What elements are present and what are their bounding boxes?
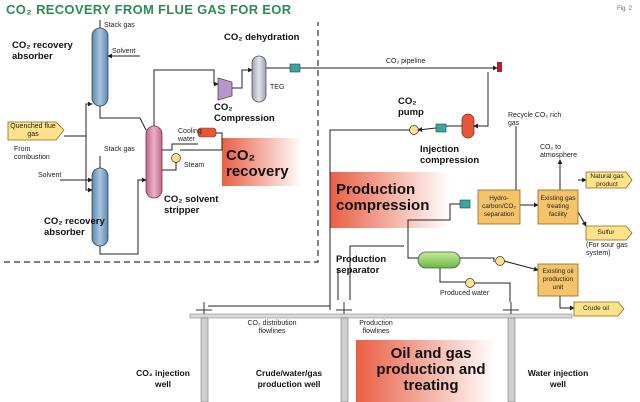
wells: [200, 317, 516, 402]
production-separator: [417, 251, 461, 269]
produced-water-label: Produced water: [440, 290, 490, 297]
production-separator-label: Production separator: [336, 254, 387, 276]
hydrocarbon-separation-box: [477, 189, 521, 225]
quenched-gas-tag: [7, 121, 65, 141]
oil-production-box: [537, 263, 579, 297]
steam-label: Steam: [184, 162, 205, 169]
sulfur-tag: [585, 225, 633, 241]
to-atmosphere-label: CO₂ to atmosphere: [540, 144, 577, 159]
co2-distribution-label: CO₂ distribution flowlines: [247, 320, 297, 335]
ground-line: [189, 313, 573, 319]
compressor: [217, 77, 233, 101]
oil-gas-treating-label: Oil and gas production and treating: [376, 345, 486, 394]
sulfur-label: Sulfur: [597, 229, 615, 236]
solvent-top-label: Solvent: [112, 48, 136, 55]
absorber-bottom-label: CO₂ recovery absorber: [44, 216, 105, 238]
pipeline-label: CO₂ pipeline: [386, 58, 426, 65]
co2-injection-well-label: CO₂ injection well: [136, 368, 190, 389]
co2-pump-label: CO₂ pump: [398, 96, 424, 118]
cooling-water-label: Cooling water: [178, 128, 202, 143]
solvent-mid-label: Solvent: [38, 172, 62, 179]
solvent-stripper-label: CO₂ solvent stripper: [164, 194, 219, 216]
injection-compressor: [461, 113, 475, 139]
gas-treating-box: [537, 189, 579, 225]
water-injection-well-label: Water injection well: [527, 368, 589, 389]
oil-production-label: Existing oil production unit: [542, 268, 574, 291]
natural-gas-product-tag: [585, 171, 633, 189]
co2-recovery-big-label: CO₂ recovery: [226, 147, 289, 180]
injection-compression-label: Injection compression: [420, 144, 480, 166]
crude-oil-tag: [573, 301, 625, 317]
from-combustion-label: From combustion: [14, 146, 50, 161]
absorber-top-label: CO₂ recovery absorber: [12, 40, 73, 62]
diagram-title: CO₂ RECOVERY FROM FLUE GAS FOR EOR: [6, 2, 292, 17]
production-compression-highlight: [330, 172, 450, 228]
crude-oil-label: Crude oil: [582, 305, 609, 312]
production-compression-label: Production compression: [336, 181, 430, 214]
compression-label: CO₂ Compression: [214, 102, 275, 124]
gas-treating-label: Existing gas treating facility: [540, 195, 576, 218]
hydrocarbon-separation-label: Hydro-carbon/CO₂ separation: [482, 195, 516, 218]
natural-gas-product-label: Natural gas product: [590, 173, 624, 188]
figure-number: Fig. 2: [616, 6, 632, 12]
teg-label: TEG: [270, 84, 285, 91]
oil-gas-treating-highlight: [356, 340, 496, 402]
dehydration-column: [251, 55, 267, 103]
sour-gas-label: (For sour gas system): [586, 242, 628, 257]
solvent-stripper: [145, 125, 163, 199]
recovery-boundary: [4, 22, 319, 263]
production-flowlines-label: Production flowlines: [359, 320, 393, 335]
stack-gas-mid-label: Stack gas: [104, 146, 135, 153]
stack-gas-top-label: Stack gas: [104, 22, 135, 29]
absorber-top: [91, 27, 109, 107]
crude-water-gas-well-label: Crude/water/gas production well: [255, 368, 323, 389]
recycle-gas-label: Recycle CO₂ rich gas: [508, 112, 562, 127]
dehydration-label: CO₂ dehydration: [224, 32, 300, 43]
quenched-gas-label: Quenched flue gas: [10, 123, 56, 138]
co2-recovery-highlight: [222, 138, 302, 186]
